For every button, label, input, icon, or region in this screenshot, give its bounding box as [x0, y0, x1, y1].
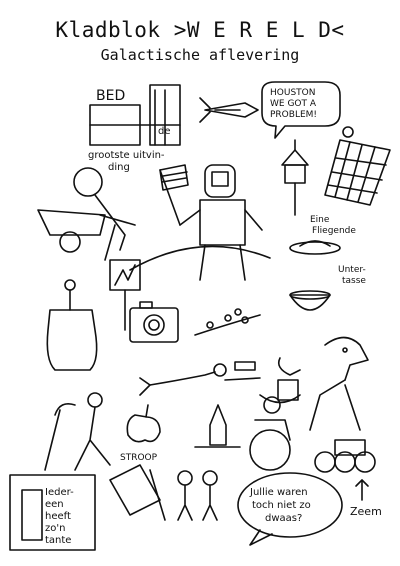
note-text-3: heeft — [45, 511, 71, 522]
astronaut-sketch — [129, 164, 271, 281]
flying-woman-sketch — [139, 361, 261, 396]
rocket-sketch — [199, 97, 259, 123]
wheel-person-sketch — [249, 396, 291, 471]
bubble-text-1: Jullie waren — [249, 487, 308, 498]
houston-text-3: PROBLEM! — [270, 110, 317, 120]
untertasse-text-2: tasse — [342, 276, 366, 286]
bubble-text-2: toch niet zo — [252, 500, 311, 511]
bed-label: BED — [96, 88, 125, 104]
note-text-5: tante — [45, 535, 71, 546]
framed-note-sketch: Ieder- een heeft zo'n tante — [9, 474, 96, 551]
flying-saucer-sketch: Eine Fliegende Unter- tasse — [289, 215, 366, 311]
page-title: Kladblok >W E R E L D< — [55, 18, 345, 42]
stroop-label: STROOP — [120, 453, 158, 463]
fruit-sketch — [314, 439, 376, 473]
page-subtitle: Galactische aflevering — [100, 46, 300, 64]
two-figures-sketch — [177, 470, 218, 521]
bubble-text-3: dwaas? — [265, 513, 302, 524]
signpost-sketch — [109, 259, 141, 331]
fliegende-text-1: Eine — [310, 215, 330, 225]
camera-sketch — [129, 301, 179, 343]
dog-sketch — [309, 336, 369, 431]
zeem-label: Zeem — [350, 505, 382, 518]
monument-sketch — [194, 404, 241, 448]
uitvinding-text-de: de — [158, 126, 171, 137]
bed-sketch: BED grootste uitvin- de ding — [88, 84, 181, 173]
apple-sketch: STROOP — [120, 404, 161, 463]
bottom-speech-bubble: Jullie waren toch niet zo dwaas? — [237, 472, 343, 546]
untertasse-text-1: Unter- — [338, 265, 366, 275]
falling-box-sketch — [109, 464, 166, 521]
climbing-man-sketch — [44, 392, 111, 471]
wheelbarrow-man-sketch — [37, 167, 136, 261]
vase-sketch — [46, 279, 98, 371]
fliegende-text-2: Fliegende — [312, 226, 356, 236]
branch-sketch — [194, 308, 261, 336]
uitvinding-text-2: ding — [108, 162, 130, 173]
man-at-desk-sketch — [259, 357, 301, 404]
solar-panel-sketch — [324, 126, 391, 206]
note-text-4: zo'n — [45, 523, 65, 534]
note-text-1: Ieder- — [45, 487, 74, 498]
houston-bubble: HOUSTON WE GOT A PROBLEM! — [261, 81, 341, 139]
houston-text-1: HOUSTON — [270, 88, 315, 98]
tower-sketch — [281, 139, 309, 216]
uitvinding-text-1: grootste uitvin- — [88, 150, 165, 161]
houston-text-2: WE GOT A — [270, 99, 317, 109]
note-text-2: een — [45, 499, 64, 510]
zeem-sketch: Zeem — [350, 479, 382, 518]
